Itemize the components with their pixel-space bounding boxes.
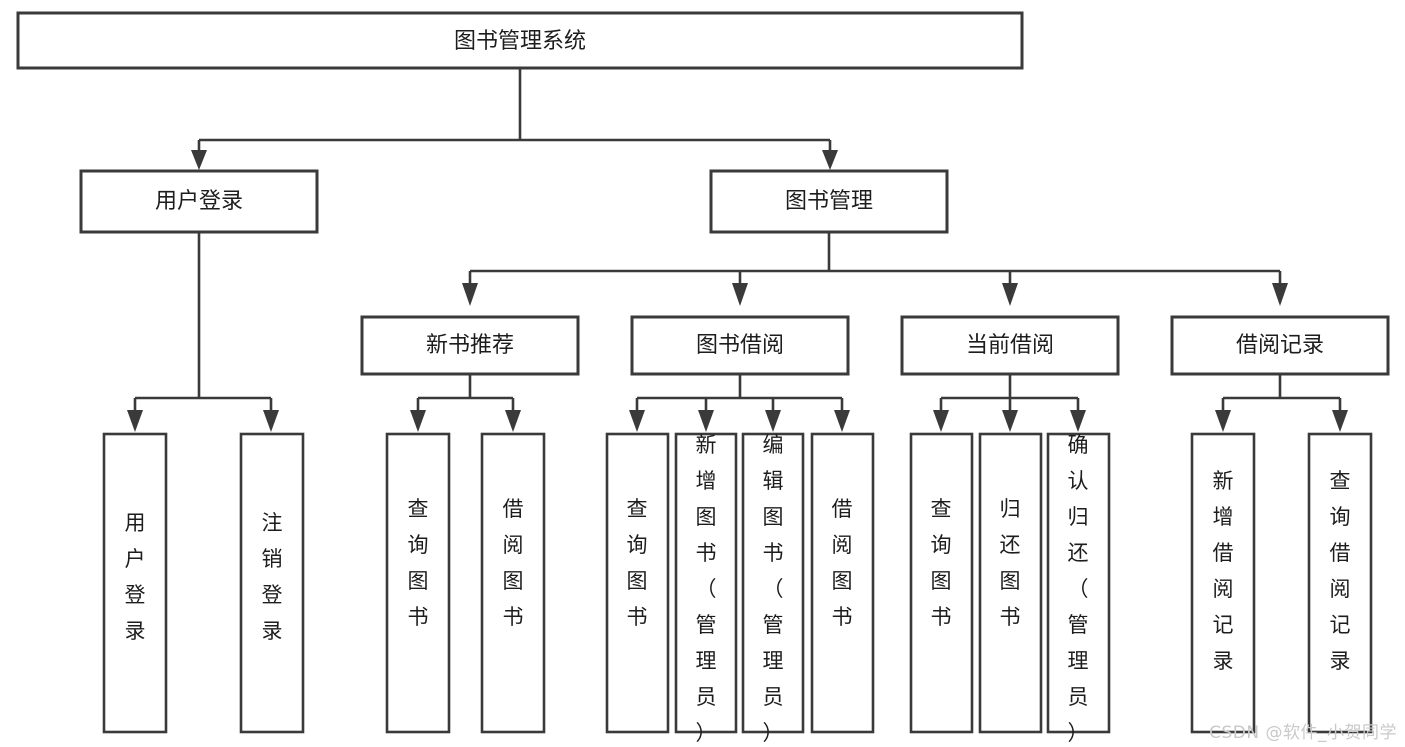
leaf-box[interactable] xyxy=(1307,432,1373,734)
leaf-book-borrow-2[interactable]: 编辑图书（管理员） xyxy=(741,432,805,745)
node-new-book-recommend-label: 新书推荐 xyxy=(426,333,514,358)
connector-root-to-level2 xyxy=(191,68,838,170)
leaf-label: 归还图书 xyxy=(1000,497,1021,629)
leaf-user-login-1[interactable]: 注销登录 xyxy=(239,432,305,734)
leaf-label: 编辑图书（管理员） xyxy=(763,433,784,745)
leaf-current-borrow-2[interactable]: 确认归还（管理员） xyxy=(1046,432,1111,745)
leaf-label: 用户登录 xyxy=(125,511,146,643)
leaf-current-borrow-0[interactable]: 查询图书 xyxy=(909,432,974,734)
leaf-book-borrow-0[interactable]: 查询图书 xyxy=(605,432,670,734)
arrow-head-icon xyxy=(191,150,207,170)
arrow-head-icon xyxy=(410,410,426,432)
arrow-head-icon xyxy=(505,410,521,432)
leaf-box[interactable] xyxy=(480,432,546,734)
leaf-box[interactable] xyxy=(385,432,451,734)
connector-user-login-to-leaves xyxy=(127,232,279,432)
leaf-box[interactable] xyxy=(1190,432,1256,734)
node-borrow-record-label: 借阅记录 xyxy=(1236,333,1324,358)
arrow-head-icon xyxy=(834,410,850,432)
leaf-new-book-recommend-0[interactable]: 查询图书 xyxy=(385,432,451,734)
arrow-head-icon xyxy=(1332,410,1348,432)
leaf-box[interactable] xyxy=(810,432,875,734)
leaf-borrow-record-0[interactable]: 新增借阅记录 xyxy=(1190,432,1256,734)
node-book-borrow[interactable]: 图书借阅 xyxy=(630,315,850,376)
arrow-head-icon xyxy=(263,410,279,432)
node-root[interactable]: 图书管理系统 xyxy=(16,11,1024,70)
arrow-head-icon xyxy=(1272,283,1288,306)
arrow-head-icon xyxy=(1070,410,1086,432)
node-user-login[interactable]: 用户登录 xyxy=(79,169,319,234)
leaf-current-borrow-1[interactable]: 归还图书 xyxy=(978,432,1043,734)
node-book-management-label: 图书管理 xyxy=(785,189,873,214)
leaf-borrow-record-1[interactable]: 查询借阅记录 xyxy=(1307,432,1373,734)
node-root-box[interactable] xyxy=(16,11,1024,70)
leaf-book-borrow-1[interactable]: 新增图书（管理员） xyxy=(674,432,738,745)
leaf-label: 查询图书 xyxy=(408,497,429,629)
node-user-login-box[interactable] xyxy=(79,169,319,234)
arrow-head-icon xyxy=(629,410,645,432)
leaf-box[interactable] xyxy=(674,432,738,734)
node-new-book-recommend-box[interactable] xyxy=(360,315,580,376)
leaf-box[interactable] xyxy=(1046,432,1111,734)
node-current-borrow-label: 当前借阅 xyxy=(966,333,1054,358)
connector-current-borrow-to-leaves xyxy=(933,374,1086,432)
arrow-head-icon xyxy=(127,410,143,432)
node-borrow-record[interactable]: 借阅记录 xyxy=(1170,315,1390,376)
node-user-login-label: 用户登录 xyxy=(155,189,243,214)
connector-new-book-recommend-to-leaves xyxy=(410,374,521,432)
leaf-box[interactable] xyxy=(741,432,805,734)
leaf-user-login-0[interactable]: 用户登录 xyxy=(102,432,168,734)
leaf-box[interactable] xyxy=(605,432,670,734)
arrow-head-icon xyxy=(933,410,949,432)
arrow-head-icon xyxy=(732,283,748,306)
leaf-label: 注销登录 xyxy=(262,511,283,643)
node-new-book-recommend[interactable]: 新书推荐 xyxy=(360,315,580,376)
arrow-head-icon xyxy=(462,283,478,306)
arrow-head-icon xyxy=(1215,410,1231,432)
leaf-label: 查询借阅记录 xyxy=(1330,469,1351,673)
connector-borrow-record-to-leaves xyxy=(1215,374,1348,432)
leaf-box[interactable] xyxy=(978,432,1043,734)
leaf-label: 确认归还（管理员） xyxy=(1068,433,1089,745)
leaf-box[interactable] xyxy=(102,432,168,734)
leaf-new-book-recommend-1[interactable]: 借阅图书 xyxy=(480,432,546,734)
arrow-head-icon xyxy=(1002,283,1018,306)
arrow-head-icon xyxy=(822,150,838,170)
arrow-head-icon xyxy=(765,410,781,432)
leaf-label: 查询图书 xyxy=(627,497,648,629)
node-book-borrow-label: 图书借阅 xyxy=(696,333,784,358)
connector-book-management-to-level3 xyxy=(462,232,1288,306)
leaf-book-borrow-3[interactable]: 借阅图书 xyxy=(810,432,875,734)
node-root-label: 图书管理系统 xyxy=(454,29,586,54)
leaf-label: 借阅图书 xyxy=(832,497,853,629)
arrow-head-icon xyxy=(698,410,714,432)
leaf-box[interactable] xyxy=(909,432,974,734)
leaf-label: 查询图书 xyxy=(931,497,952,629)
leaf-box[interactable] xyxy=(239,432,305,734)
connector-book-borrow-to-leaves xyxy=(629,374,850,432)
leaf-label: 新增图书（管理员） xyxy=(696,433,717,745)
leaf-label: 新增借阅记录 xyxy=(1213,469,1234,673)
csdn-watermark: CSDN @软件_小贺同学 xyxy=(1209,723,1397,743)
node-book-management[interactable]: 图书管理 xyxy=(709,169,949,234)
arrow-head-icon xyxy=(1002,410,1018,432)
leaf-label: 借阅图书 xyxy=(503,497,524,629)
node-current-borrow-box[interactable] xyxy=(900,315,1120,376)
node-current-borrow[interactable]: 当前借阅 xyxy=(900,315,1120,376)
